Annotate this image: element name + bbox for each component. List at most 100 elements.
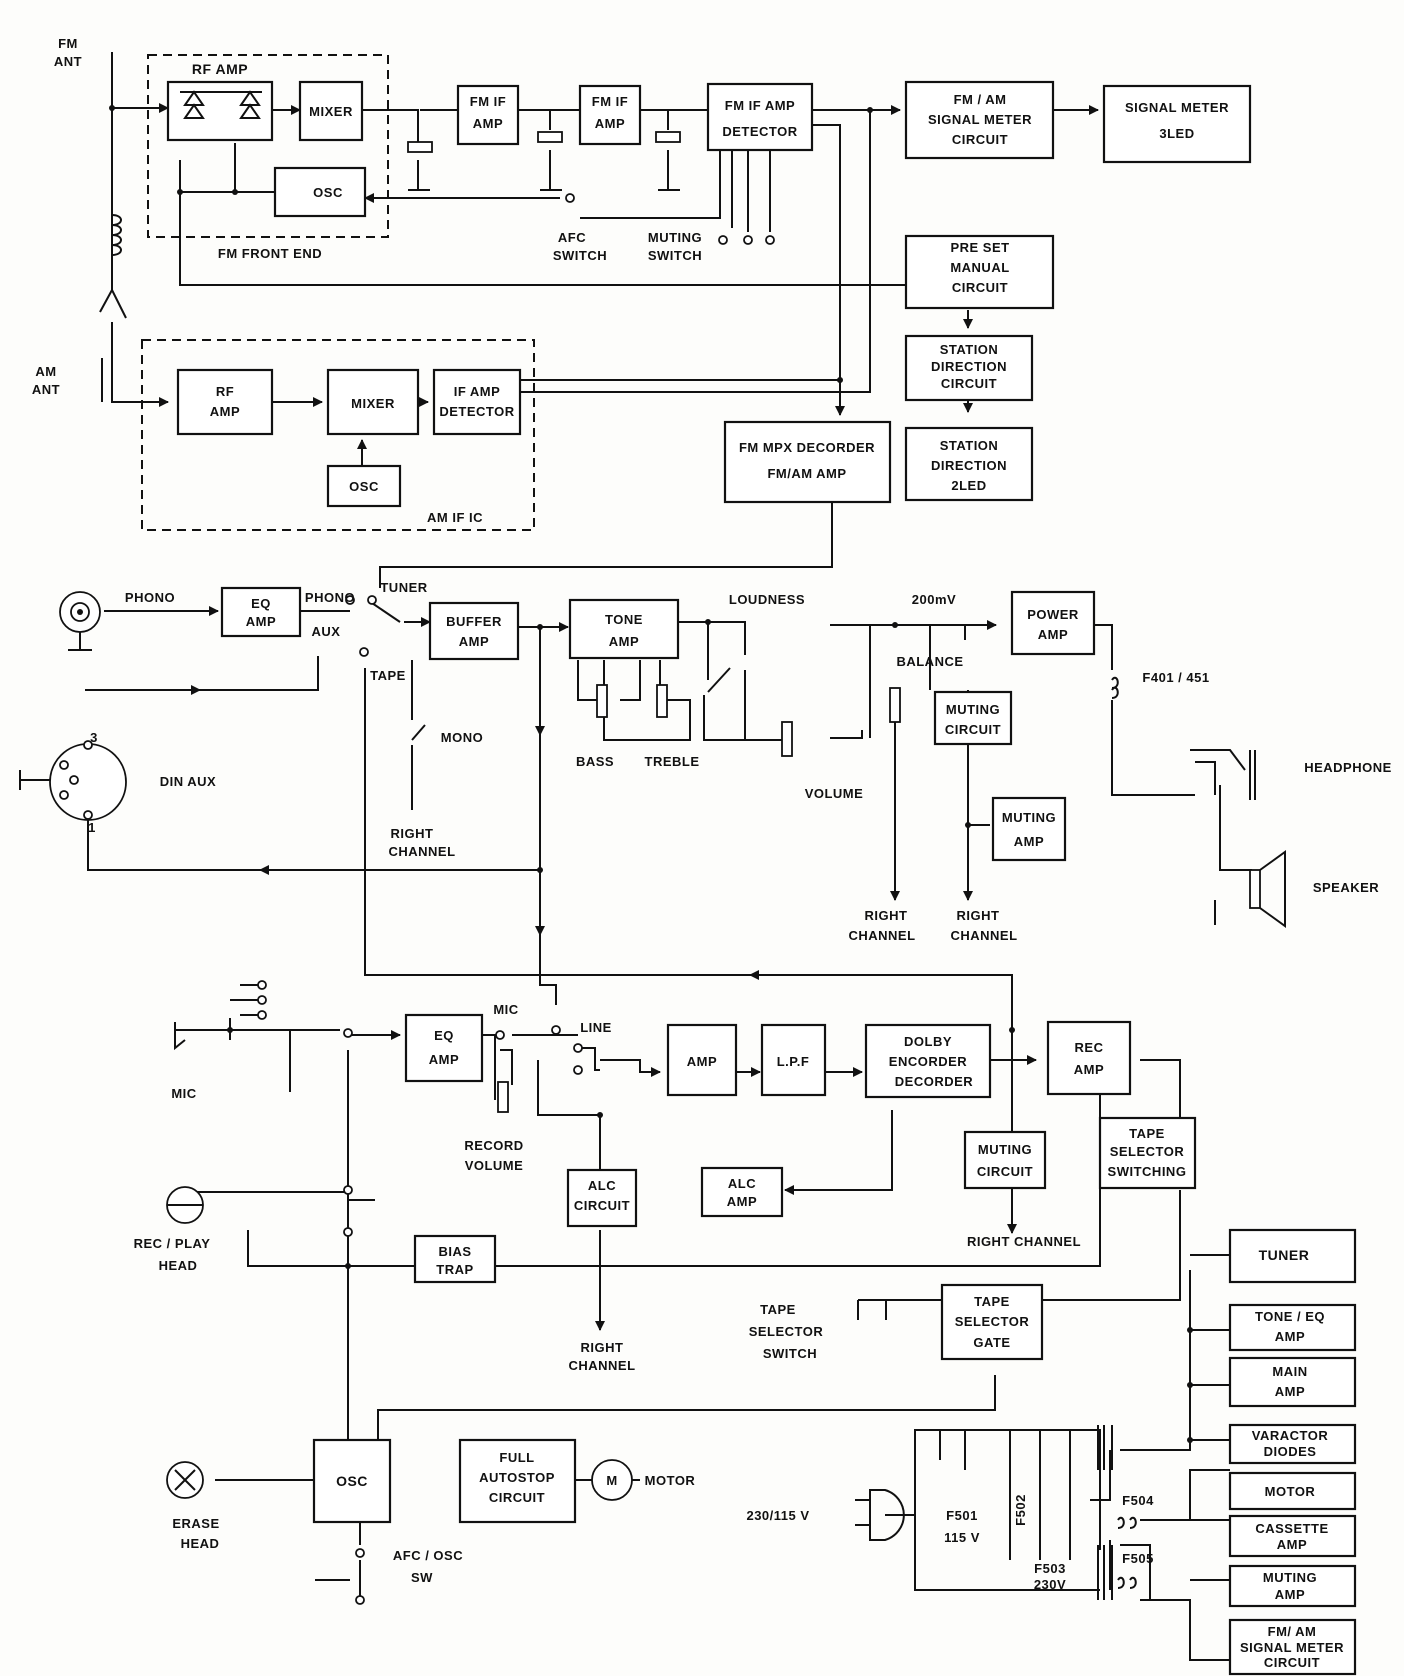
erase-head-icon <box>166 1461 204 1499</box>
fm-mpx-line1: FM MPX DECORDER <box>739 440 875 455</box>
balance-label: BALANCE <box>896 654 963 669</box>
tuner-sel-label: TUNER <box>380 580 427 595</box>
right-ch-3-line1: RIGHT <box>957 908 1000 923</box>
rec-amp-line1: REC <box>1075 1040 1104 1055</box>
pw-muting-line2: AMP <box>1275 1587 1305 1602</box>
pw-tone-eq-line1: TONE / EQ <box>1255 1309 1325 1324</box>
headphone-label: HEADPHONE <box>1304 760 1392 775</box>
tone-amp-line2: AMP <box>609 634 639 649</box>
fm-if-2-line2: AMP <box>595 116 625 131</box>
pw-tone-eq-line2: AMP <box>1275 1329 1305 1344</box>
pw-sigmeter-line1: FM/ AM <box>1268 1624 1317 1639</box>
afc-osc-sw-line1: AFC / OSC <box>393 1548 463 1563</box>
muting-circuit-1-line2: CIRCUIT <box>945 722 1001 737</box>
am-if-ic-group <box>141 339 535 531</box>
station-dir-circuit-line3: CIRCUIT <box>941 376 997 391</box>
preset-line1: PRE SET <box>950 240 1009 255</box>
dolby-line1: DOLBY <box>904 1034 952 1049</box>
autostop-line3: CIRCUIT <box>489 1490 545 1505</box>
mains-label: 230/115 V <box>746 1508 809 1523</box>
power-amp-line2: AMP <box>1038 627 1068 642</box>
afc-osc-sw-line2: SW <box>411 1570 433 1585</box>
fm-if-2-line1: FM IF <box>592 94 628 109</box>
din-aux-label: DIN AUX <box>160 774 216 789</box>
tape-sel-switch-line2: SELECTOR <box>749 1324 824 1339</box>
dolby-line3: DECORDER <box>895 1074 974 1089</box>
treble-label: TREBLE <box>645 754 700 769</box>
filter-icons <box>407 131 681 153</box>
right-ch-2-line1: RIGHT <box>865 908 908 923</box>
tape-sel-switch-line3: SWITCH <box>763 1346 817 1361</box>
record-volume-line1: RECORD <box>464 1138 523 1153</box>
pw-tuner-label: TUNER <box>1259 1247 1310 1263</box>
phono-eq-line1: EQ <box>251 596 271 611</box>
speaker-label: SPEAKER <box>1313 880 1379 895</box>
erase-head-line2: HEAD <box>181 1536 220 1551</box>
preset-line3: CIRCUIT <box>952 280 1008 295</box>
fm-antenna-icon <box>111 52 122 256</box>
sig-meter-circuit-line1: FM / AM <box>954 92 1007 107</box>
potentiometer-icons <box>497 684 901 1113</box>
fm-if-1-line2: AMP <box>473 116 503 131</box>
muting-amp-1-line2: AMP <box>1014 834 1044 849</box>
alc-circuit-line1: ALC <box>588 1178 616 1193</box>
power-amp-line1: POWER <box>1027 607 1079 622</box>
alc-amp-line2: AMP <box>727 1194 757 1209</box>
line-sel-label: LINE <box>580 1020 612 1035</box>
right-ch-2-line2: CHANNEL <box>848 928 915 943</box>
mic-eq-line1: EQ <box>434 1028 454 1043</box>
fm-mixer-label: MIXER <box>309 104 353 119</box>
rec-play-head-line2: HEAD <box>159 1258 198 1273</box>
muting-amp-1-line1: MUTING <box>1002 810 1056 825</box>
right-ch-1-line1: RIGHT <box>391 826 434 841</box>
mic-sel-label: MIC <box>493 1002 518 1017</box>
tape-sel-switching-line2: SELECTOR <box>1110 1144 1185 1159</box>
right-ch-5-line2: CHANNEL <box>568 1358 635 1373</box>
tape-sel-switching-line3: SWITCHING <box>1108 1164 1187 1179</box>
tape-sel-gate-line2: SELECTOR <box>955 1314 1030 1329</box>
f501-line1: F501 <box>946 1508 978 1523</box>
afc-switch-line2: SWITCH <box>553 248 607 263</box>
am-mixer-label: MIXER <box>351 396 395 411</box>
tape-sel-gate-line3: GATE <box>973 1335 1010 1350</box>
sig-meter-led-line2: 3LED <box>1159 126 1194 141</box>
fuse-icons <box>1111 676 1137 1589</box>
right-ch-4-label: RIGHT CHANNEL <box>967 1234 1081 1249</box>
muting-switch-line2: SWITCH <box>648 248 702 263</box>
din-pin3-label: 3 <box>90 730 98 745</box>
pw-varactor-line2: DIODES <box>1264 1444 1317 1459</box>
wiring <box>85 70 1252 1661</box>
tone-amp-line1: TONE <box>605 612 643 627</box>
am-if-det-line2: DETECTOR <box>439 404 514 419</box>
sig-meter-circuit-line3: CIRCUIT <box>952 132 1008 147</box>
buffer-amp-line2: AMP <box>459 634 489 649</box>
mains-plug-icon <box>855 1489 905 1541</box>
bass-label: BASS <box>576 754 614 769</box>
fm-front-end-group <box>147 54 389 238</box>
alc-circuit-line2: CIRCUIT <box>574 1198 630 1213</box>
alc-amp-line1: ALC <box>728 1176 756 1191</box>
phono-sel-label: PHONO <box>305 590 355 605</box>
bias-trap-line1: BIAS <box>438 1244 471 1259</box>
erase-head-line1: ERASE <box>172 1516 219 1531</box>
f504-label: F504 <box>1122 1493 1154 1508</box>
pw-varactor-line1: VARACTOR <box>1252 1428 1329 1443</box>
f401-label: F401 / 451 <box>1142 670 1209 685</box>
erase-osc-label: OSC <box>336 1473 368 1489</box>
autostop-line1: FULL <box>499 1450 534 1465</box>
fm-ant-line2: ANT <box>54 54 82 69</box>
muting-circuit-2-line2: CIRCUIT <box>977 1164 1033 1179</box>
motor-m-symbol: M <box>606 1473 617 1488</box>
fm-mpx-line2: FM/AM AMP <box>767 466 846 481</box>
rec-play-head-line1: REC / PLAY <box>134 1236 211 1251</box>
am-ant-line1: AM <box>35 364 56 379</box>
station-dir-led-line3: 2LED <box>951 478 986 493</box>
headphone-jack-icon <box>1190 749 1256 800</box>
preset-line2: MANUAL <box>950 260 1009 275</box>
loudness-label: LOUDNESS <box>729 592 805 607</box>
volume-label: VOLUME <box>805 786 864 801</box>
amp-label: AMP <box>687 1054 717 1069</box>
f501-line2: 115 V <box>944 1530 980 1545</box>
junction-dots <box>109 105 1193 1443</box>
free-labels: FM ANT AM ANT AFC SWITCH MUTING SWITCH P… <box>32 36 1392 1592</box>
